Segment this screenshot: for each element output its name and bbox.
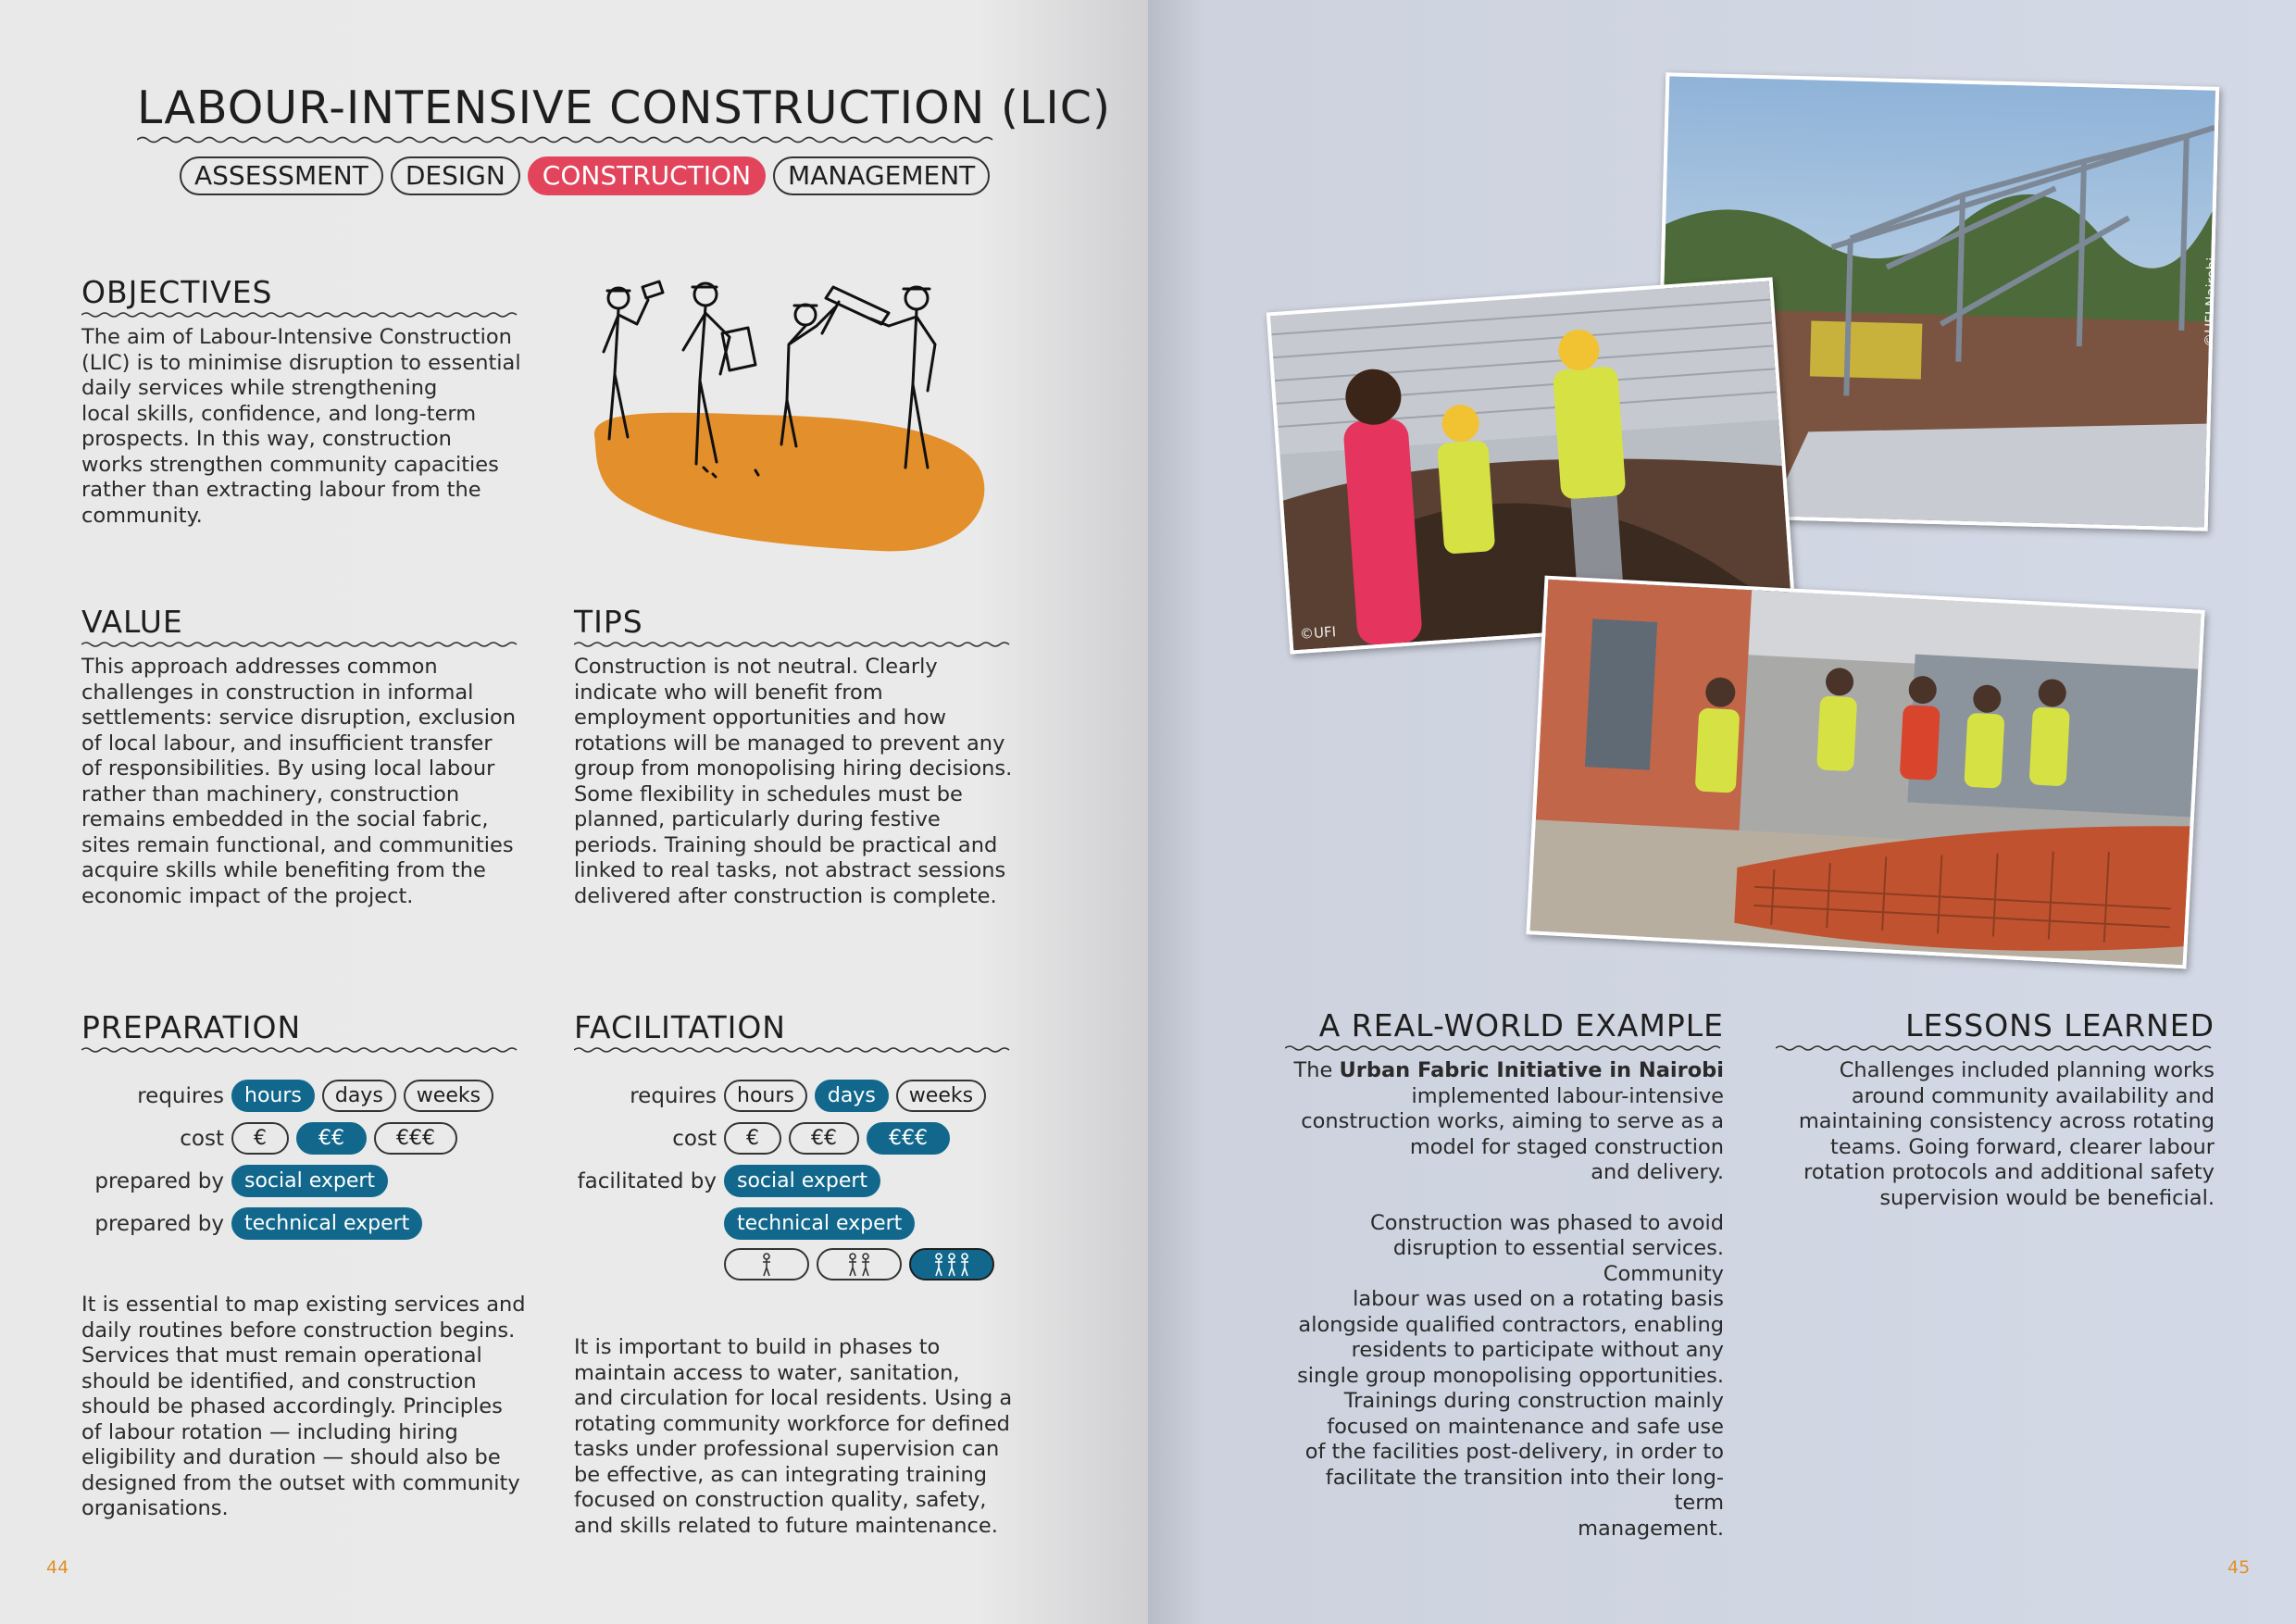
- page-number-left: 44: [46, 1557, 69, 1578]
- tag-cost-2: €€: [789, 1122, 859, 1155]
- tag-technical-expert: technical expert: [231, 1207, 423, 1240]
- tag-hours: hours: [231, 1080, 315, 1112]
- cost-label: cost: [672, 1126, 717, 1151]
- group-size-1-icon: [724, 1248, 809, 1280]
- tag-weeks: weeks: [403, 1080, 494, 1112]
- tag-cost-1: €: [231, 1122, 289, 1155]
- objectives-heading: OBJECTIVES: [81, 274, 273, 310]
- preparation-heading: PREPARATION: [81, 1009, 302, 1045]
- page-number-right: 45: [2227, 1557, 2251, 1578]
- value-heading: VALUE: [81, 604, 183, 640]
- tag-technical-expert: technical expert: [724, 1207, 916, 1240]
- requires-label: requires: [630, 1083, 717, 1108]
- group-size-2-icon: [817, 1248, 902, 1280]
- phase-tabs: ASSESSMENT DESIGN CONSTRUCTION MANAGEMEN…: [180, 156, 991, 195]
- example-heading: A REAL-WORLD EXAMPLE: [1318, 1007, 1724, 1043]
- objectives-underline: [81, 312, 518, 318]
- photo-credit-2: ©UFI Nairobi: [2201, 256, 2220, 348]
- example-underline: [1285, 1045, 1721, 1051]
- orange-blob: [593, 412, 985, 552]
- lessons-section: LESSONS LEARNED Challenges included plan…: [1776, 1007, 2215, 1211]
- facilitation-time-row: requires hours days weeks: [574, 1080, 987, 1112]
- cost-label: cost: [180, 1126, 224, 1151]
- prepared-by-label: prepared by: [94, 1168, 224, 1193]
- facilitation-heading: FACILITATION: [574, 1009, 786, 1045]
- tag-days: days: [814, 1080, 889, 1112]
- preparation-section: PREPARATION: [81, 1009, 526, 1055]
- tag-days: days: [321, 1080, 396, 1112]
- phase-tab-assessment[interactable]: ASSESSMENT: [180, 156, 383, 195]
- prepared-by-row-2: prepared by technical expert: [93, 1207, 423, 1240]
- group-size-row: [724, 1248, 994, 1280]
- facilitated-by-row-2: technical expert: [724, 1207, 916, 1240]
- lessons-underline: [1776, 1045, 2212, 1051]
- tips-underline: [574, 642, 1010, 647]
- tag-social-expert: social expert: [724, 1165, 881, 1197]
- tag-weeks: weeks: [895, 1080, 987, 1112]
- facilitation-section: FACILITATION: [574, 1009, 1018, 1055]
- requires-label: requires: [137, 1083, 224, 1108]
- tag-cost-3: €€€: [867, 1122, 950, 1155]
- tag-social-expert: social expert: [231, 1165, 389, 1197]
- objectives-text: The aim of Labour-Intensive Construction…: [81, 325, 521, 528]
- left-page: LABOUR-INTENSIVE CONSTRUCTION (LIC) ASSE…: [0, 0, 1148, 1624]
- photo-workers-brick-wall: [1526, 575, 2205, 969]
- page-title: LABOUR-INTENSIVE CONSTRUCTION (LIC): [137, 81, 1112, 134]
- right-page: ©UFI Nairobi ©UFI: [1148, 0, 2296, 1624]
- tips-section: TIPS Construction is not neutral. Clearl…: [574, 604, 1018, 909]
- phase-tab-design[interactable]: DESIGN: [390, 156, 520, 195]
- lessons-heading: LESSONS LEARNED: [1905, 1007, 2215, 1043]
- title-underline: [137, 136, 993, 144]
- preparation-underline: [81, 1047, 518, 1053]
- phase-tab-construction[interactable]: CONSTRUCTION: [527, 156, 767, 195]
- tag-cost-3: €€€: [374, 1122, 457, 1155]
- facilitated-by-label: facilitated by: [577, 1168, 717, 1193]
- facilitated-by-row: facilitated by social expert: [574, 1165, 881, 1197]
- photo-steel-frame: ©UFI Nairobi: [1653, 72, 2220, 531]
- workers-illustration: [593, 280, 985, 552]
- photo-credit-1: ©UFI: [1299, 623, 1337, 643]
- group-size-3-icon: [909, 1248, 994, 1280]
- facilitation-cost-row: cost € €€ €€€: [574, 1122, 950, 1155]
- preparation-cost-row: cost € €€ €€€: [93, 1122, 457, 1155]
- preparation-time-row: requires hours days weeks: [93, 1080, 494, 1112]
- tag-cost-1: €: [724, 1122, 781, 1155]
- objectives-section: OBJECTIVES The aim of Labour-Intensive C…: [81, 274, 526, 529]
- example-section: A REAL-WORLD EXAMPLE The Urban Fabric In…: [1285, 1007, 1724, 1542]
- tag-cost-2: €€: [296, 1122, 367, 1155]
- phase-tab-management[interactable]: MANAGEMENT: [773, 156, 991, 195]
- preparation-text: It is essential to map existing services…: [81, 1293, 526, 1520]
- example-text: The Urban Fabric Initiative in Nairobi i…: [1293, 1058, 1724, 1541]
- tips-heading: TIPS: [574, 604, 643, 640]
- prepared-by-label: prepared by: [94, 1211, 224, 1236]
- tag-hours: hours: [724, 1080, 807, 1112]
- initiative-name: Urban Fabric Initiative in Nairobi: [1339, 1058, 1724, 1082]
- prepared-by-row-1: prepared by social expert: [93, 1165, 389, 1197]
- value-underline: [81, 642, 518, 647]
- facilitation-underline: [574, 1047, 1010, 1053]
